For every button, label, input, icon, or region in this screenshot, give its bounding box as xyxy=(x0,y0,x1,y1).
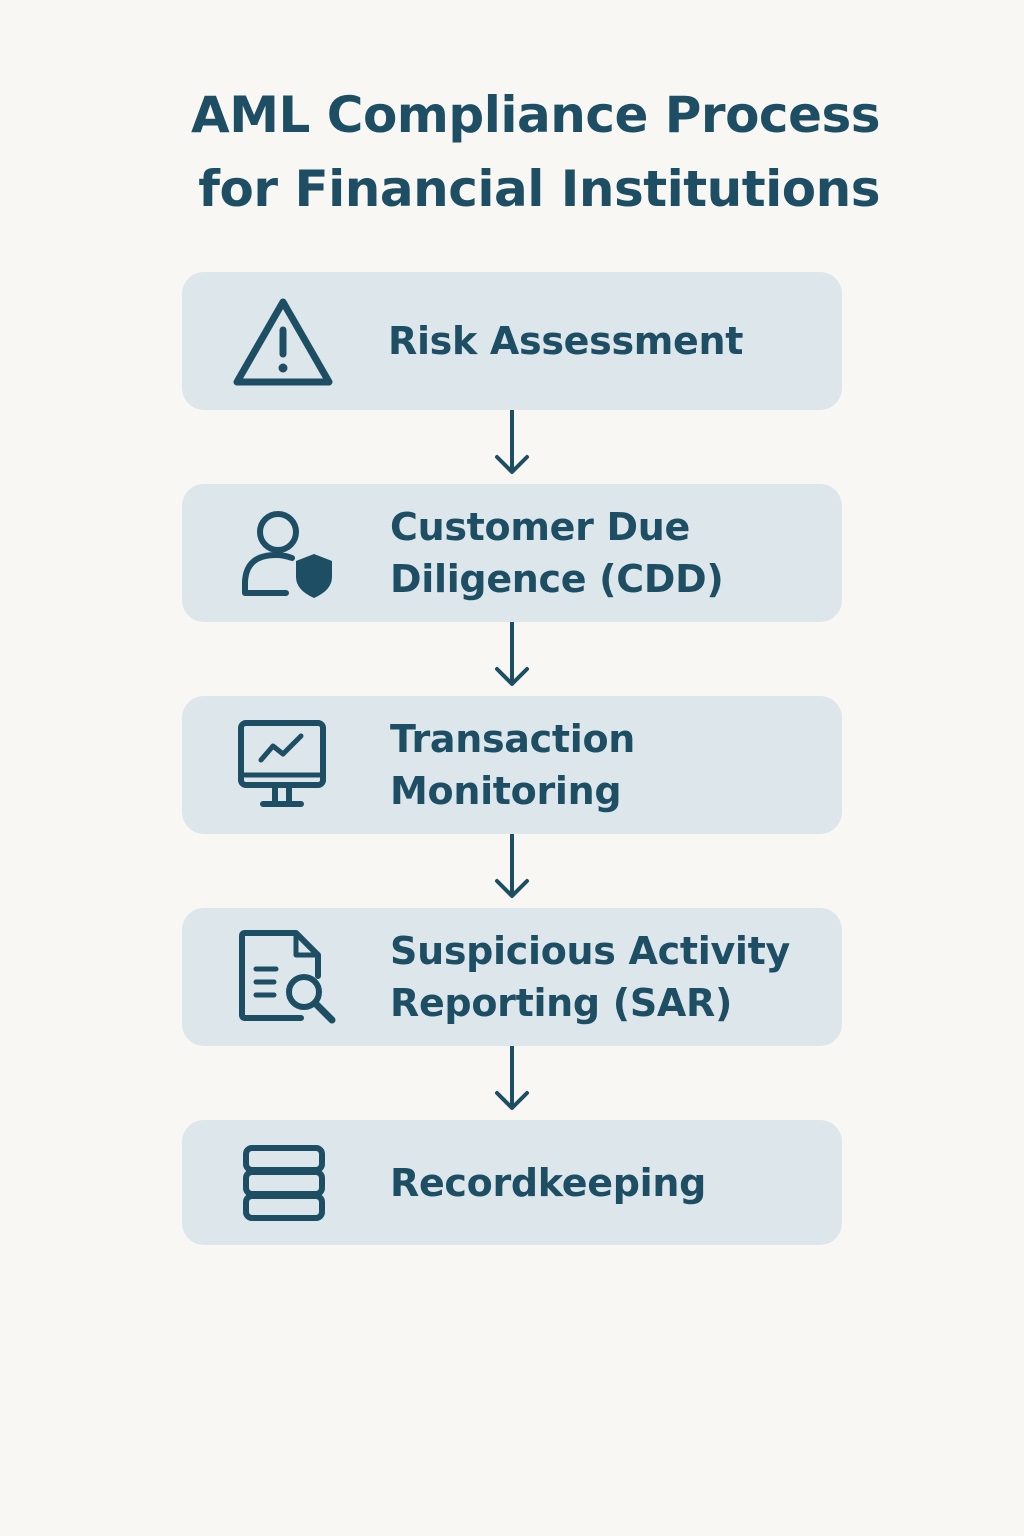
database-icon xyxy=(228,1128,338,1238)
document-search-icon xyxy=(228,922,338,1032)
step-risk-assessment: Risk Assessment xyxy=(182,272,842,410)
step-recordkeeping: Recordkeeping xyxy=(182,1120,842,1245)
arrow-down-icon xyxy=(494,622,530,688)
arrow-down-icon xyxy=(494,1046,530,1112)
step-label: Customer Due Diligence (CDD) xyxy=(390,505,724,601)
title-line-1: AML Compliance Process xyxy=(191,86,880,144)
warning-triangle-icon xyxy=(228,286,338,396)
step-transaction-monitoring: Transaction Monitoring xyxy=(182,696,842,834)
step-customer-due-diligence: Customer Due Diligence (CDD) xyxy=(182,484,842,622)
arrow-down-icon xyxy=(494,834,530,900)
user-shield-icon xyxy=(228,498,338,608)
title-line-2: for Financial Institutions xyxy=(198,160,880,218)
step-label: Suspicious Activity Reporting (SAR) xyxy=(390,929,790,1025)
step-label: Transaction Monitoring xyxy=(390,717,636,813)
arrow-down-icon xyxy=(494,410,530,476)
step-label: Recordkeeping xyxy=(390,1160,706,1205)
monitor-chart-icon xyxy=(228,710,338,820)
step-label: Risk Assessment xyxy=(388,319,744,363)
step-suspicious-activity-reporting: Suspicious Activity Reporting (SAR) xyxy=(182,908,842,1046)
diagram-title: AML Compliance Process for Financial Ins… xyxy=(100,78,880,226)
